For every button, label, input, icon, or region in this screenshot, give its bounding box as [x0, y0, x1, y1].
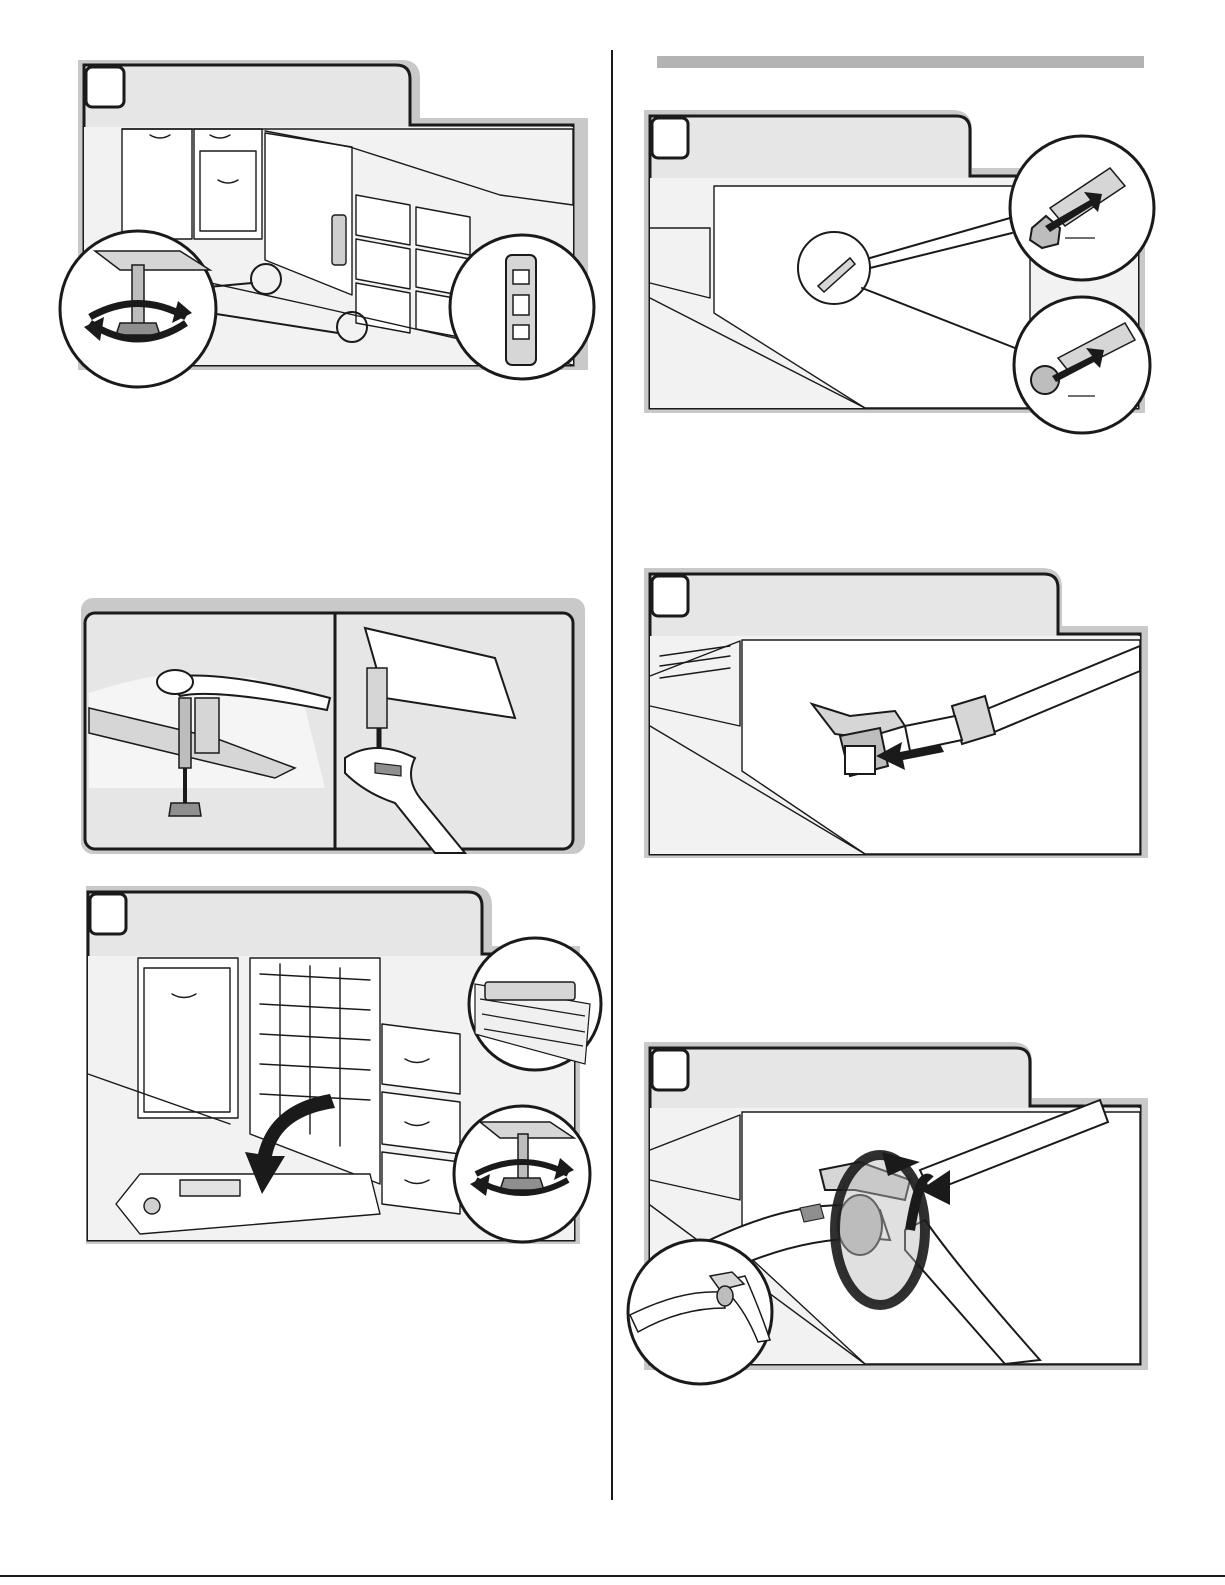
figure-tighten-fitting	[620, 1040, 1160, 1390]
fitting-detail-icon	[1010, 136, 1154, 280]
figure-leveling-front-view	[60, 55, 600, 385]
section-header-bar	[657, 56, 1144, 68]
step-number-box	[90, 894, 126, 934]
step-number-box	[652, 118, 688, 158]
figure-connect-water-line	[640, 566, 1160, 862]
rack-detail-icon	[469, 938, 601, 1070]
door-latch-detail-icon	[450, 235, 594, 379]
fitting-detail-icon	[1014, 297, 1150, 433]
fitting-inset-icon	[628, 1240, 772, 1384]
column-divider	[611, 50, 613, 1500]
figure-leveling-wrench-views	[75, 598, 585, 858]
step-number-box	[652, 1050, 688, 1090]
leveling-leg-rotate-icon	[454, 1106, 590, 1242]
page-bottom-rule	[0, 1575, 1225, 1577]
figure-door-open-leveling-view	[80, 884, 600, 1244]
leveling-leg-rotate-icon	[60, 231, 216, 387]
figure-water-inlet-fitting	[640, 108, 1160, 438]
step-number-box	[652, 576, 688, 616]
step-number-box	[86, 67, 124, 107]
